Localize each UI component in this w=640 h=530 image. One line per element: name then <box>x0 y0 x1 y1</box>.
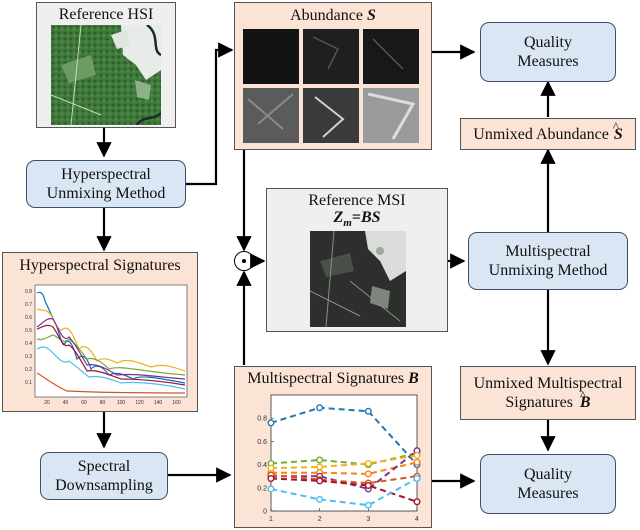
multi-series-line-1 <box>270 406 418 466</box>
hyper-y-tick: 0.3 <box>25 354 32 360</box>
multi-series-point <box>413 475 421 483</box>
elementwise-product-operator <box>234 251 254 271</box>
abundance-symbol: S <box>366 7 376 24</box>
multi-series-point <box>364 470 372 478</box>
hyperspectral-signatures-box: Hyperspectral Signatures 0.8 0.7 0.6 0.5 0.4… <box>2 252 198 412</box>
hyper-x-tick: 100 <box>117 400 126 406</box>
hyper-y-tick: 0.6 <box>25 315 32 321</box>
hyper-method-line1: Hyperspectral <box>61 166 151 183</box>
multi-y-tick-label: 0.8 <box>257 416 267 423</box>
spectral-down-line1: Spectral <box>77 458 131 475</box>
spectral-downsampling-box: Spectral Downsampling <box>40 452 168 500</box>
multi-method-line2: Unmixing Method <box>488 262 608 279</box>
multi-y-tick-label: 0 <box>263 509 267 516</box>
unmixed-sigs-symbol-wrap: ^ B <box>579 388 591 411</box>
hyper-x-tick: 140 <box>154 400 163 406</box>
abundance-box: Abundance S <box>234 2 432 150</box>
hat-mark: ^ <box>612 118 619 134</box>
hyper-y-tick: 0.7 <box>25 302 32 308</box>
hyperspectral-signatures-plot: 0.8 0.7 0.6 0.5 0.4 0.3 0.2 0.1 20 40 60 80 100 120 14… <box>25 284 188 406</box>
quality-top-line2: Measures <box>517 53 579 70</box>
unmixed-sigs-line2: Signatures <box>505 394 573 411</box>
multi-series-point <box>267 485 275 493</box>
multi-series-point <box>364 501 372 509</box>
hyper-x-tick: 120 <box>135 400 144 406</box>
multi-series-point <box>364 481 372 489</box>
hyper-method-line2: Unmixing Method <box>46 185 166 202</box>
reference-hsi-image <box>51 25 161 125</box>
unmixed-abundance-symbol-wrap: ^ S <box>613 119 623 144</box>
multi-y-tick-label: 0.2 <box>257 485 267 492</box>
multi-y-tick-label: 0.6 <box>257 439 267 446</box>
multi-series-point <box>267 464 275 472</box>
multi-x-tick-label: 3 <box>366 516 370 523</box>
multi-series-line-6 <box>270 454 418 470</box>
hyper-x-tick: 20 <box>44 400 50 406</box>
multi-x-tick-label: 1 <box>269 516 273 523</box>
multispectral-signatures-symbol: B <box>408 370 419 387</box>
abundance-title: Abundance S <box>290 7 376 24</box>
multi-series-point <box>413 498 421 506</box>
multi-series-line-5 <box>270 474 418 485</box>
unmixed-abundance-label: Unmixed Abundance <box>473 125 609 143</box>
reference-msi-equation: Zm=BS <box>333 209 381 230</box>
multi-series-line-2 <box>271 461 418 475</box>
reference-msi-box: Reference MSI Zm=BS <box>266 188 448 332</box>
multispectral-unmixing-method-box: Multispectral Unmixing Method <box>468 232 628 290</box>
hyperspectral-signatures-title: Hyperspectral Signatures <box>19 257 181 274</box>
hyper-x-tick: 80 <box>100 400 106 406</box>
unmixed-sigs-line1: Unmixed Multispectral <box>473 375 623 392</box>
unmixed-abundance-symbol: S <box>613 125 623 143</box>
abundance-maps <box>243 29 419 143</box>
multi-series-point <box>316 477 324 485</box>
multi-method-line1: Multispectral <box>505 243 591 260</box>
hyper-y-tick: 0.2 <box>25 367 32 373</box>
reference-hsi-box: Reference HSI <box>36 2 176 128</box>
multi-x-tick-label: 4 <box>415 516 419 523</box>
hyper-y-tick: 0.4 <box>25 341 32 347</box>
multispectral-signatures-chart: 0.8 0.6 0.4 0.2 01 2 3 4 <box>257 394 421 523</box>
unmixed-abundance-box: Unmixed Abundance ^ S <box>460 118 636 150</box>
hyper-y-tick: 0.5 <box>25 328 32 334</box>
multi-series-line-8 <box>270 477 418 507</box>
multi-series-point <box>267 419 275 427</box>
multi-x-tick-label: 2 <box>318 516 322 523</box>
quality-top-line1: Quality <box>524 34 572 51</box>
multi-y-tick-label: 0.4 <box>257 462 267 469</box>
hyper-x-tick: 40 <box>63 400 69 406</box>
hyper-y-tick: 0.1 <box>25 380 32 386</box>
multi-series-line-7 <box>270 477 418 503</box>
multi-series-point <box>316 463 324 471</box>
hat-mark-b: ^ <box>579 388 587 403</box>
multi-series-point <box>364 459 372 467</box>
multi-series-point <box>364 407 372 415</box>
hyper-y-tick: 0.8 <box>25 289 32 295</box>
multi-series-point <box>316 495 324 503</box>
quality-bottom-line1: Quality <box>524 466 572 483</box>
hyper-x-tick: 160 <box>172 400 181 406</box>
multi-series-point <box>267 475 275 483</box>
multispectral-signatures-title: Multispectral Signatures B <box>247 370 419 387</box>
unmixed-multispectral-signatures-box: Unmixed Multispectral Signatures ^ B <box>460 366 636 420</box>
hyperspectral-unmixing-method-box: Hyperspectral Unmixing Method <box>26 160 186 208</box>
unmixed-sigs-symbol: B <box>579 394 591 411</box>
spectral-down-line2: Downsampling <box>55 477 153 494</box>
reference-hsi-title: Reference HSI <box>58 6 154 23</box>
quality-measures-bottom-box: Quality Measures <box>480 454 616 514</box>
quality-measures-top-box: Quality Measures <box>480 22 616 82</box>
reference-msi-image <box>310 231 406 327</box>
operator-dot <box>242 259 246 263</box>
multi-series-point <box>413 451 421 459</box>
hyper-x-tick: 60 <box>81 400 87 406</box>
multi-series-point <box>316 456 324 464</box>
quality-bottom-line2: Measures <box>517 485 579 502</box>
reference-msi-title: Reference MSI <box>308 192 406 209</box>
multi-series-point <box>413 458 421 466</box>
multi-series-point <box>316 404 324 412</box>
